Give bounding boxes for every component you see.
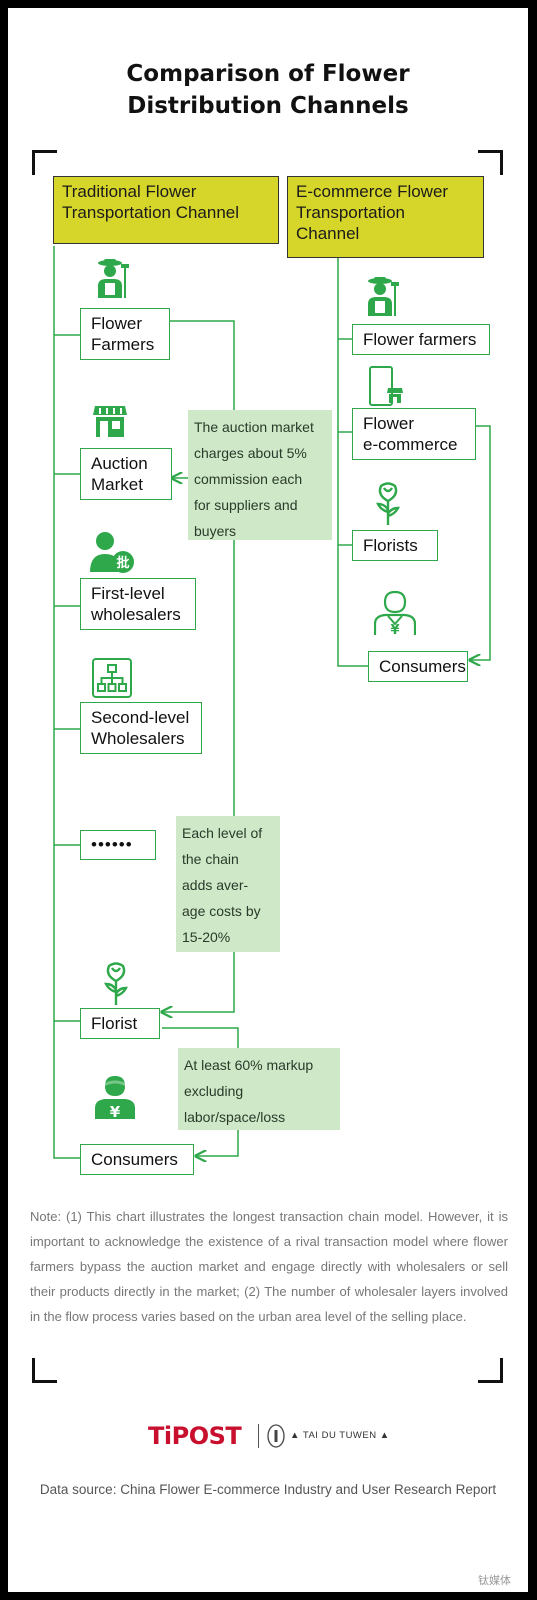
svg-text:¥: ¥ bbox=[110, 1103, 121, 1120]
footnote: Note: (1) This chart illustrates the lon… bbox=[30, 1209, 508, 1324]
tipost-logo: TiPOST bbox=[148, 1422, 242, 1450]
corner-bracket bbox=[32, 150, 57, 175]
node-florists: Florists bbox=[352, 530, 438, 561]
note-line: Each level of bbox=[182, 825, 263, 841]
phone-shop-icon bbox=[369, 366, 403, 406]
ecommerce-header: E-commerce Flower Transportation Channel bbox=[287, 176, 484, 258]
watermark: 钛媒体 bbox=[478, 1575, 511, 1587]
market-stall-icon bbox=[93, 406, 127, 437]
node-auction-market: Auction Market bbox=[80, 448, 172, 500]
consumer-icon: ¥ bbox=[95, 1076, 135, 1120]
consumer-icon: ¥ bbox=[374, 590, 416, 636]
note-line: At least 60% markup bbox=[184, 1057, 314, 1073]
ecommerce-header-line: E-commerce Flower bbox=[296, 182, 449, 201]
rose-icon bbox=[104, 962, 128, 1005]
note-line: excluding bbox=[184, 1083, 244, 1099]
logo-divider bbox=[258, 1424, 259, 1448]
node-second-level-wholesalers: Second-level Wholesalers bbox=[80, 702, 202, 754]
data-source: Data source: China Flower E-commerce Ind… bbox=[39, 1482, 497, 1497]
note-line: adds aver- bbox=[182, 877, 249, 893]
node-ecom-flower-farmers: Flower farmers bbox=[352, 324, 490, 355]
farmer-icon bbox=[368, 277, 399, 316]
corner-bracket bbox=[478, 150, 503, 175]
node-label: Wholesalers bbox=[91, 729, 185, 748]
hierarchy-icon bbox=[92, 658, 132, 698]
note-line: the chain bbox=[182, 851, 239, 867]
farmer-icon bbox=[98, 259, 129, 298]
note-line: 15-20% bbox=[182, 929, 231, 945]
note-line: charges about 5% bbox=[194, 445, 307, 461]
note-line: age costs by bbox=[182, 903, 261, 919]
node-flower-ecommerce: Flower e-commerce bbox=[352, 408, 476, 460]
node-label: Market bbox=[91, 475, 143, 494]
node-ecom-consumers: Consumers bbox=[368, 651, 468, 682]
traditional-header-line: Traditional Flower bbox=[62, 182, 197, 201]
node-label: Farmers bbox=[91, 335, 155, 354]
note-line: for suppliers and bbox=[194, 497, 298, 513]
node-label: Flower bbox=[363, 414, 415, 433]
node-label: First-level bbox=[91, 584, 165, 603]
node-consumers: Consumers bbox=[80, 1144, 194, 1175]
node-label: e-commerce bbox=[363, 435, 458, 454]
taidu-logo-text: ▲ TAI DU TUWEN ▲ bbox=[290, 1430, 390, 1441]
corner-bracket bbox=[32, 1358, 57, 1383]
node-first-level-wholesalers: First-level wholesalers bbox=[80, 578, 196, 630]
taidu-emblem-icon bbox=[267, 1424, 285, 1448]
svg-text:批: 批 bbox=[116, 555, 129, 571]
node-ellipsis: •••••• bbox=[80, 830, 156, 860]
page-title-line2: Distribution Channels bbox=[127, 93, 409, 119]
node-label: Auction bbox=[91, 454, 148, 473]
note-line: buyers bbox=[194, 523, 237, 539]
node-label: wholesalers bbox=[91, 605, 181, 624]
traditional-header: Traditional Flower Transportation Channe… bbox=[53, 176, 279, 244]
note-auction-commission: The auction market charges about 5% comm… bbox=[188, 410, 332, 540]
node-florist: Florist bbox=[80, 1008, 160, 1039]
wholesaler-icon: 批 bbox=[90, 532, 134, 573]
note-line: labor/space/loss bbox=[184, 1109, 286, 1125]
node-label: Flower bbox=[91, 314, 143, 333]
svg-text:¥: ¥ bbox=[390, 623, 399, 636]
page-title: Comparison of Flower bbox=[126, 61, 410, 87]
note-line: The auction market bbox=[194, 419, 314, 435]
infographic-frame: Comparison of Flower Distribution Channe… bbox=[8, 8, 528, 1592]
note-chain-costs: Each level of the chain adds aver- age c… bbox=[176, 816, 280, 952]
traditional-header-line: Transportation Channel bbox=[62, 203, 240, 222]
note-markup: At least 60% markup excluding labor/spac… bbox=[178, 1048, 340, 1130]
node-flower-farmers: Flower Farmers bbox=[80, 308, 170, 360]
rose-icon bbox=[376, 482, 400, 525]
corner-bracket bbox=[478, 1358, 503, 1383]
node-label: Second-level bbox=[91, 708, 190, 727]
note-line: commission each bbox=[194, 471, 303, 487]
ecommerce-header-line: Channel bbox=[296, 224, 360, 243]
ecommerce-header-line: Transportation bbox=[296, 203, 405, 222]
